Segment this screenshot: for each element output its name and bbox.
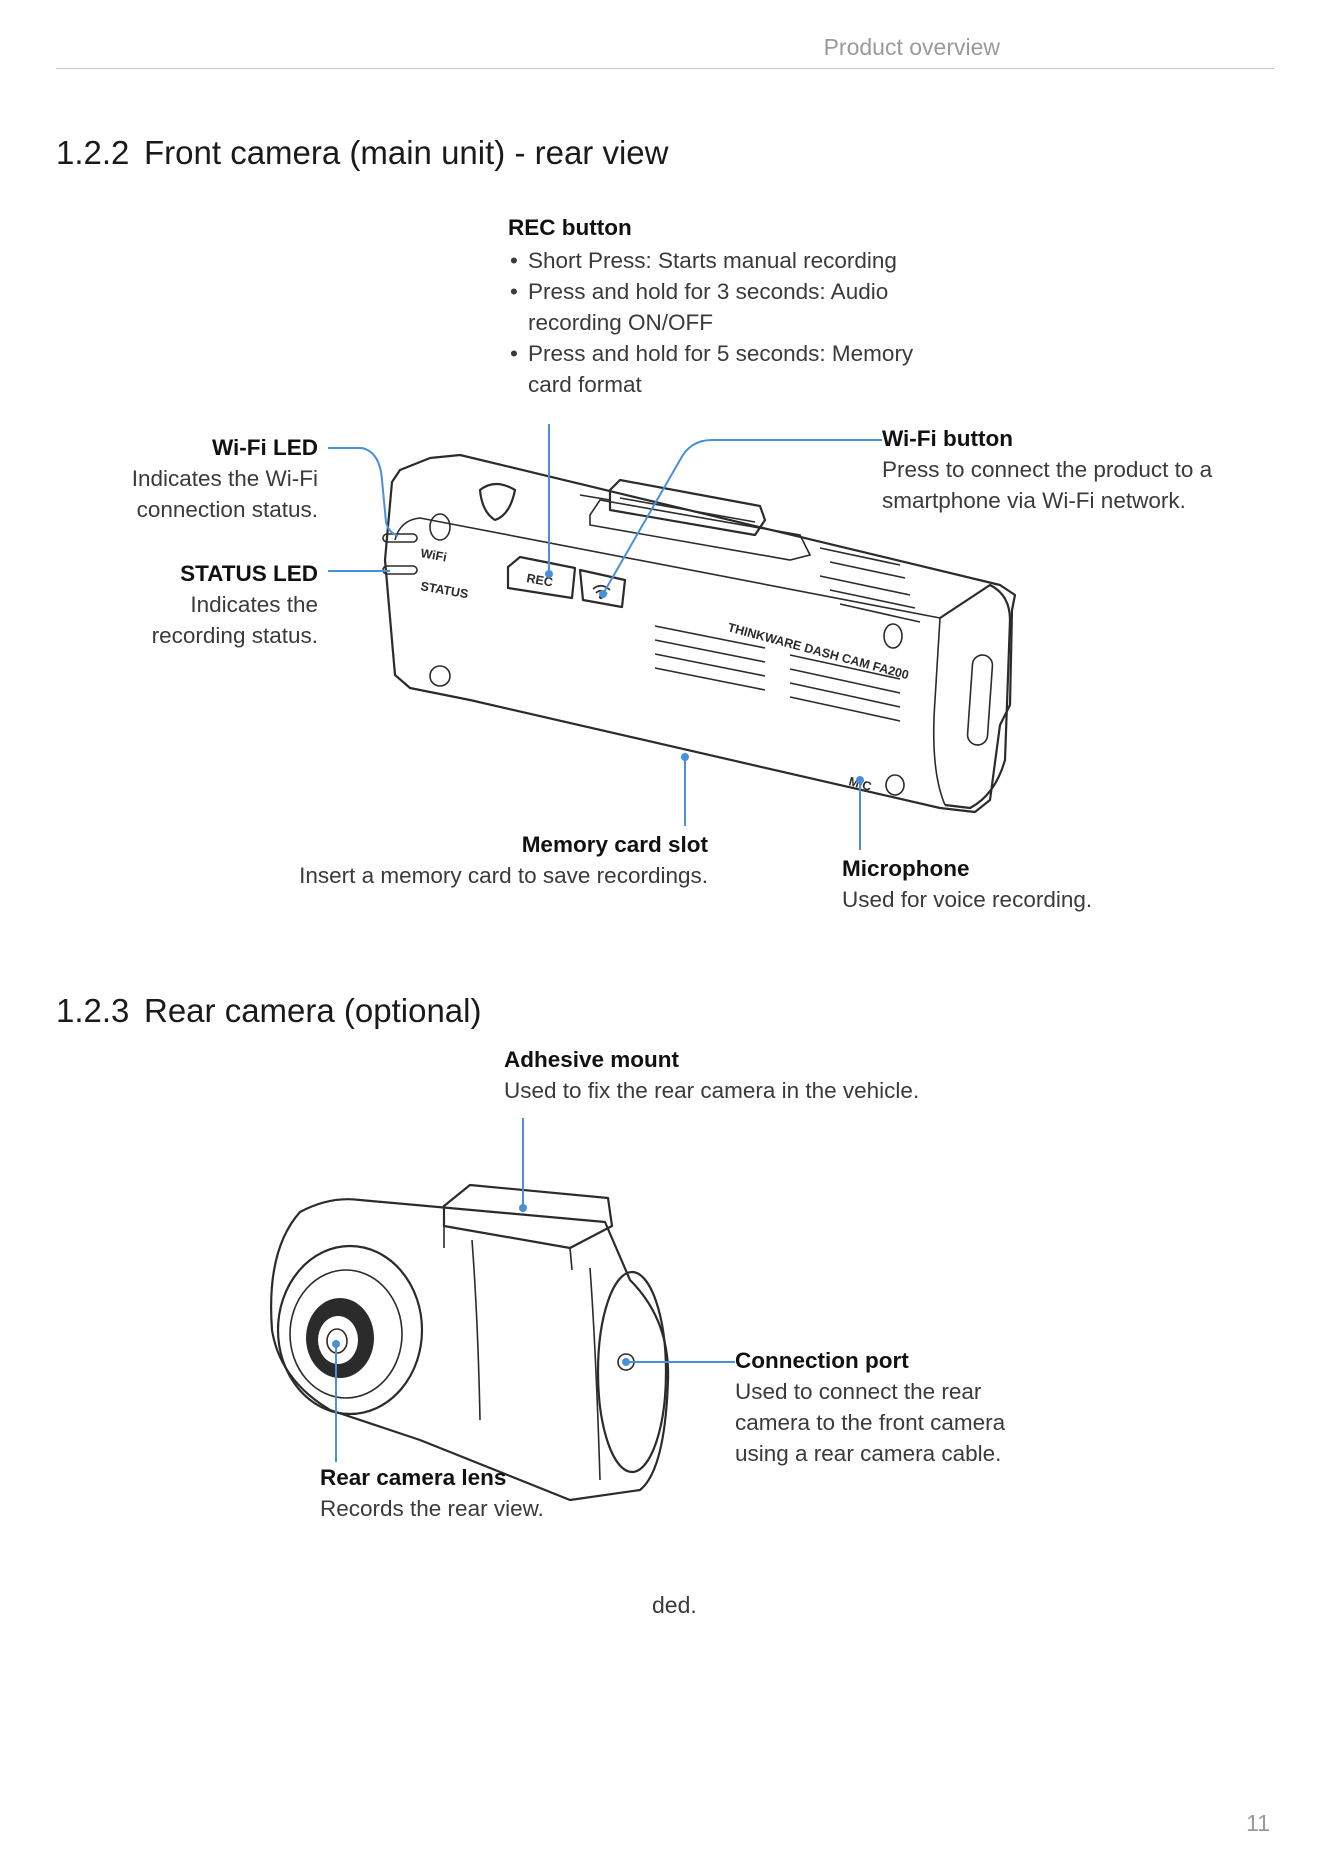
page-number: 11 xyxy=(1246,1810,1270,1836)
wifi-led-marking: WiFi xyxy=(419,546,447,564)
status-led-callout: STATUS LED Indicates the recording statu… xyxy=(96,558,318,651)
rec-button-bullets: Short Press: Starts manual recording Pre… xyxy=(508,245,928,400)
running-header: Product overview xyxy=(823,34,1000,60)
microphone-title: Microphone xyxy=(842,856,970,881)
text-fragment: ded. xyxy=(652,1592,697,1618)
bullet-item: Press and hold for 3 seconds: Audio reco… xyxy=(508,276,928,338)
bullet-item: Short Press: Starts manual recording xyxy=(508,245,928,276)
rear-lens-desc: Records the rear view. xyxy=(320,1496,544,1521)
wifi-led-title: Wi-Fi LED xyxy=(211,435,318,460)
adhesive-mount-desc: Used to fix the rear camera in the vehic… xyxy=(504,1078,920,1103)
wifi-button-callout: Wi-Fi button Press to connect the produc… xyxy=(882,423,1262,516)
memory-card-slot-desc: Insert a memory card to save recordings. xyxy=(299,863,708,888)
wifi-button-title: Wi-Fi button xyxy=(882,426,1013,451)
status-led-title: STATUS LED xyxy=(180,561,318,586)
rear-lens-callout: Rear camera lens Records the rear view. xyxy=(320,1462,640,1524)
memory-card-slot-callout: Memory card slot Insert a memory card to… xyxy=(262,829,708,891)
section-number: 1.2.2 xyxy=(56,134,130,171)
connection-port-title: Connection port xyxy=(735,1348,909,1373)
wifi-led-desc: Indicates the Wi-Fi connection status. xyxy=(131,466,318,522)
adhesive-mount-title: Adhesive mount xyxy=(504,1047,680,1072)
connection-port-callout: Connection port Used to connect the rear… xyxy=(735,1345,1035,1469)
wifi-button-desc: Press to connect the product to a smartp… xyxy=(882,457,1213,513)
status-led-desc: Indicates the recording status. xyxy=(151,592,318,648)
memory-card-slot-title: Memory card slot xyxy=(521,832,708,857)
microphone-desc: Used for voice recording. xyxy=(842,887,1093,912)
section-heading-front: 1.2.2 Front camera (main unit) - rear vie… xyxy=(56,134,668,172)
rec-button-callout: REC button Short Press: Starts manual re… xyxy=(508,212,928,400)
rear-lens-title: Rear camera lens xyxy=(320,1465,507,1490)
rec-button-title: REC button xyxy=(508,215,632,240)
section-heading-rear: 1.2.3 Rear camera (optional) xyxy=(56,992,481,1030)
connection-port-desc: Used to connect the rear camera to the f… xyxy=(735,1379,1006,1466)
bullet-item: Press and hold for 5 seconds: Memory car… xyxy=(508,338,928,400)
section-title: Front camera (main unit) - rear view xyxy=(144,134,669,171)
wifi-led-callout: Wi-Fi LED Indicates the Wi-Fi connection… xyxy=(96,432,318,525)
section-number: 1.2.3 xyxy=(56,992,130,1029)
adhesive-mount-callout: Adhesive mount Used to fix the rear came… xyxy=(504,1044,964,1106)
section-title: Rear camera (optional) xyxy=(144,992,482,1029)
microphone-callout: Microphone Used for voice recording. xyxy=(842,853,1142,915)
header-divider xyxy=(56,68,1274,69)
